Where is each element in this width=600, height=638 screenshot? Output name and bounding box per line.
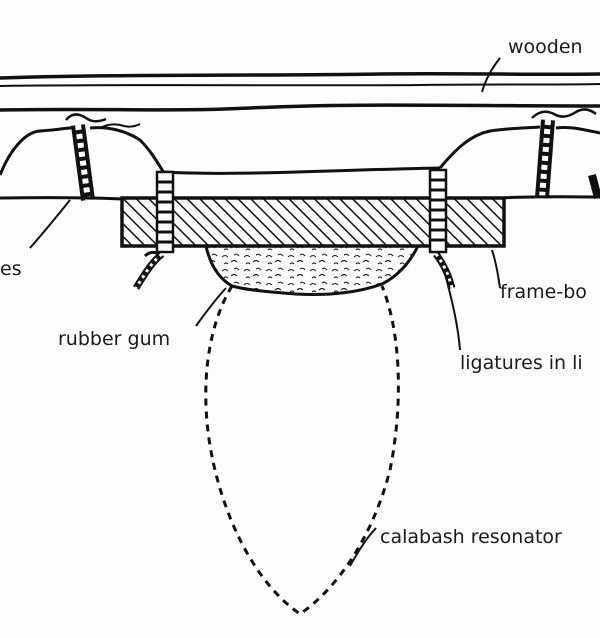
label-ligatures: ligatures in li xyxy=(460,352,583,374)
left-cord-loop xyxy=(0,113,166,201)
label-rubber-gum: rubber gum xyxy=(58,328,171,350)
right-ligature xyxy=(428,168,456,289)
leader-lines xyxy=(29,57,501,567)
rubber-gum-blob xyxy=(204,244,421,296)
wooden-bar xyxy=(0,71,600,112)
right-cord-loop xyxy=(438,108,600,200)
label-calabash-resonator: calabash resonator xyxy=(380,526,562,548)
left-ligature xyxy=(133,170,175,290)
calabash-outline xyxy=(204,285,400,616)
label-wooden: wooden xyxy=(508,36,583,58)
label-es: es xyxy=(0,258,22,280)
key-strings xyxy=(0,166,600,201)
label-frame-bo: frame-bo xyxy=(500,281,587,303)
